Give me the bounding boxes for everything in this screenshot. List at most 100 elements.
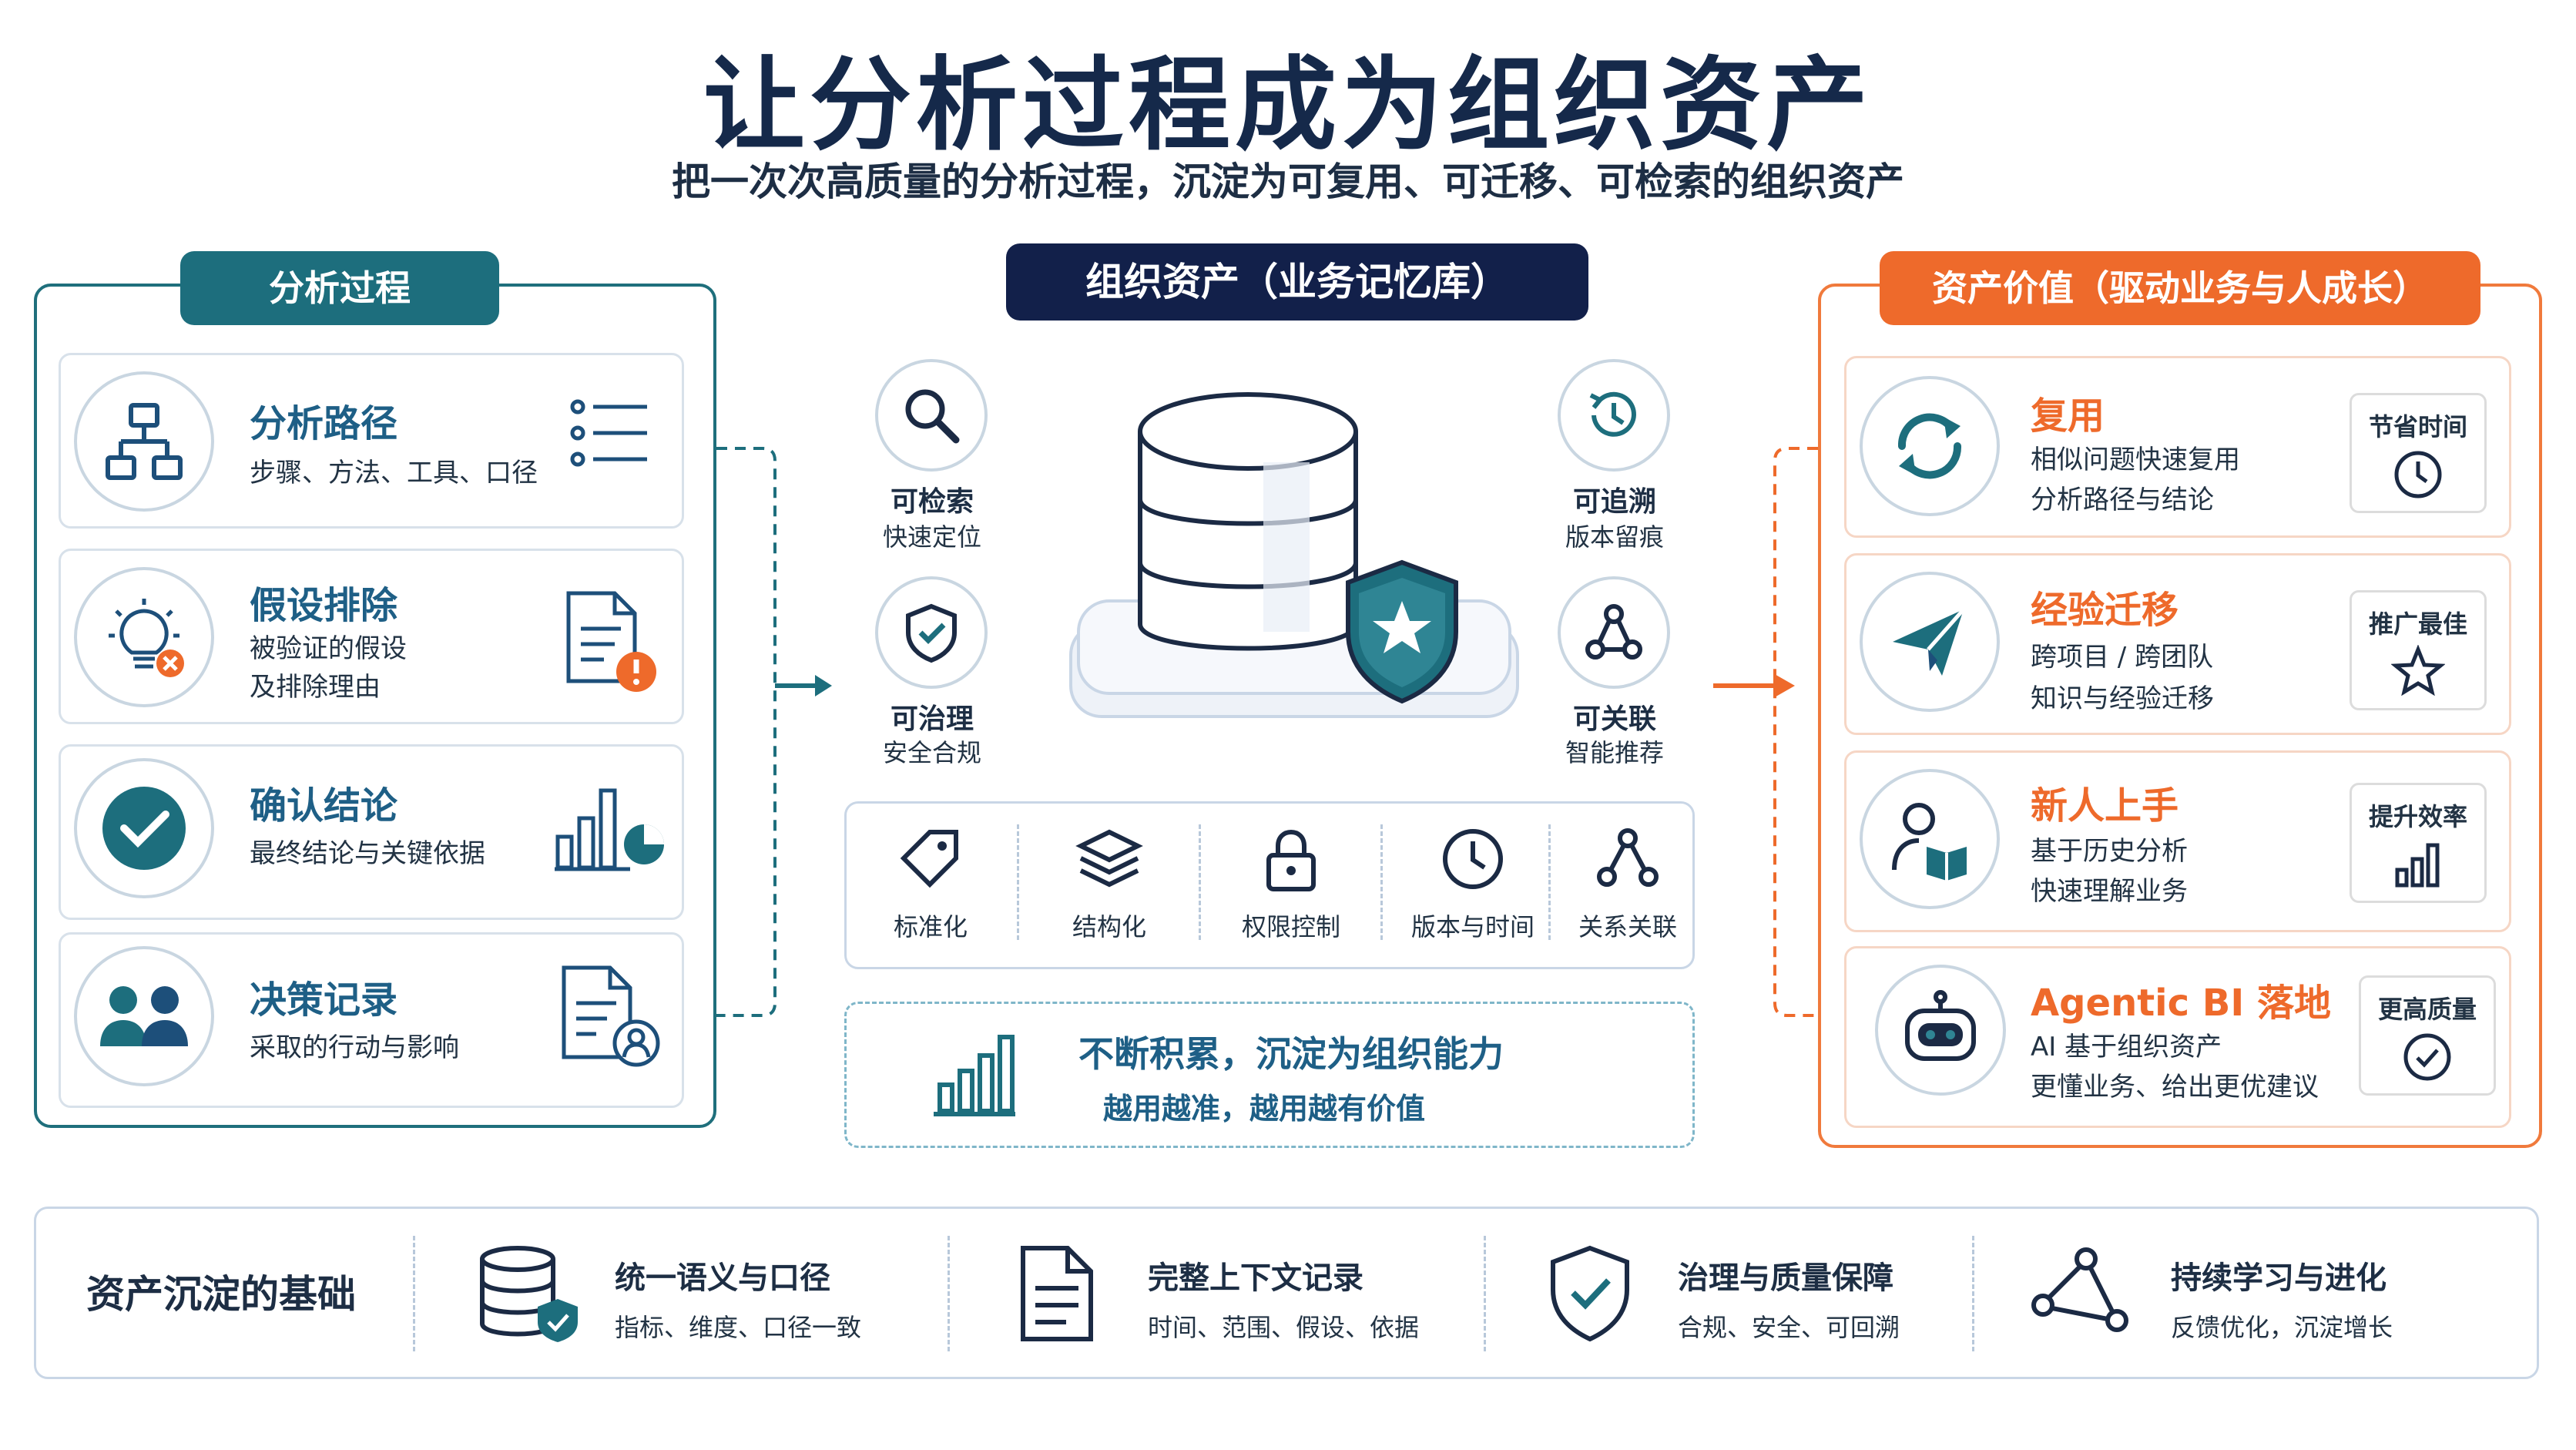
foundation-title: 完整上下文记录 — [1148, 1260, 1363, 1296]
search-icon — [875, 359, 988, 472]
strip-item: 版本与时间 — [1396, 824, 1550, 943]
strip-item: 结构化 — [1032, 824, 1186, 943]
org-assets-header: 组织资产（业务记忆库） — [1006, 243, 1588, 321]
badge-efficiency: 提升效率 — [2350, 783, 2487, 903]
foundation-item: 统一语义与口径 指标、维度、口径一致 — [615, 1253, 861, 1344]
right-connector — [1710, 447, 1826, 1020]
foundation-title: 持续学习与进化 — [2171, 1260, 2386, 1296]
left-item-desc: 步骤、方法、工具、口径 — [250, 458, 538, 488]
feature-title: 可检索 — [890, 486, 974, 518]
divider — [1017, 824, 1019, 940]
right-item-title: 新人上手 — [2031, 784, 2179, 827]
document-icon — [1017, 1244, 1102, 1347]
accumulation-box — [844, 1002, 1695, 1148]
asset-properties-strip — [844, 801, 1695, 969]
check-circle-icon — [74, 758, 214, 898]
left-item-title: 决策记录 — [250, 978, 398, 1022]
right-item-desc: AI 基于组织资产 — [2031, 1032, 2222, 1062]
left-item-desc: 被验证的假设 — [250, 633, 407, 664]
left-item-desc: 采取的行动与影响 — [250, 1032, 459, 1063]
right-item-desc: 快速理解业务 — [2031, 876, 2188, 907]
left-item-desc: 最终结论与关键依据 — [250, 838, 485, 869]
badge-quality: 更高质量 — [2359, 975, 2496, 1096]
right-item-desc: 跨项目 / 跨团队 — [2031, 642, 2214, 673]
right-item-desc: 知识与经验迁移 — [2031, 683, 2214, 714]
clock-history-icon — [1558, 359, 1670, 472]
badge-label: 更高质量 — [2377, 995, 2477, 1024]
divider — [1548, 824, 1551, 940]
feature-sub: 快速定位 — [882, 522, 981, 552]
right-item-title: 复用 — [2031, 394, 2105, 438]
shield-check-icon — [875, 576, 988, 689]
person-book-icon — [1860, 769, 2000, 909]
divider — [413, 1236, 415, 1351]
bar-chart-icon — [932, 1028, 1017, 1123]
feature-sub: 安全合规 — [882, 738, 981, 767]
foundation-strip — [34, 1207, 2539, 1379]
asset-value-header: 资产价值（驱动业务与人成长） — [1880, 251, 2480, 325]
right-item-desc: 更懂业务、给出更优建议 — [2031, 1072, 2319, 1103]
shield-check-icon — [1544, 1244, 1636, 1347]
foundation-sub: 时间、范围、假设、依据 — [1148, 1313, 1420, 1342]
accumulation-sub: 越用越准，越用越有价值 — [1103, 1092, 1426, 1126]
strip-label: 标准化 — [893, 912, 968, 941]
badge-label: 推广最佳 — [2368, 609, 2467, 639]
accumulation-title: 不断积累，沉淀为组织能力 — [1078, 1033, 1504, 1075]
left-item-title: 假设排除 — [250, 584, 398, 627]
foundation-item: 持续学习与进化 反馈优化，沉淀增长 — [2171, 1253, 2393, 1344]
badge-save-time: 节省时间 — [2350, 393, 2487, 513]
divider — [1199, 824, 1201, 940]
tag-icon — [900, 830, 958, 888]
left-item-title: 确认结论 — [250, 784, 398, 827]
feature-title: 可关联 — [1572, 703, 1656, 735]
foundation-item: 治理与质量保障 合规、安全、可回溯 — [1678, 1253, 1900, 1344]
network-icon — [2031, 1247, 2131, 1342]
foundation-item: 完整上下文记录 时间、范围、假设、依据 — [1148, 1253, 1419, 1344]
right-item-desc: 基于历史分析 — [2031, 836, 2188, 867]
feature-title: 可治理 — [890, 703, 974, 735]
database-check-icon — [475, 1244, 582, 1347]
paper-plane-icon — [1860, 572, 2000, 712]
foundation-heading: 资产沉淀的基础 — [86, 1272, 356, 1317]
right-item-title: Agentic BI 落地 — [2031, 982, 2331, 1025]
foundation-sub: 反馈优化，沉淀增长 — [2171, 1313, 2393, 1342]
refresh-icon — [1860, 376, 2000, 516]
left-item-desc: 及排除理由 — [250, 672, 381, 703]
badge-label: 提升效率 — [2368, 802, 2467, 831]
foundation-title: 治理与质量保障 — [1678, 1260, 1893, 1296]
document-alert-icon — [561, 589, 661, 700]
star-icon — [2390, 644, 2446, 696]
bar-chart-icon — [2395, 843, 2440, 888]
flowchart-icon — [74, 371, 214, 512]
page-subtitle: 把一次次高质量的分析过程，沉淀为可复用、可迁移、可检索的组织资产 — [672, 159, 1904, 204]
right-item-desc: 相似问题快速复用 — [2031, 445, 2240, 475]
strip-item: 标准化 — [854, 824, 1008, 943]
strip-item: 关系关联 — [1555, 824, 1701, 943]
chart-pie-icon — [553, 783, 669, 878]
divider — [1972, 1236, 1974, 1351]
strip-label: 结构化 — [1072, 912, 1146, 941]
document-person-icon — [556, 963, 664, 1074]
analysis-process-header: 分析过程 — [180, 251, 499, 325]
list-icon — [567, 394, 652, 482]
badge-best-practice: 推广最佳 — [2350, 590, 2487, 710]
strip-label: 权限控制 — [1241, 912, 1340, 941]
robot-icon — [1875, 965, 2006, 1096]
right-item-desc: 分析路径与结论 — [2031, 485, 2214, 515]
left-item-title: 分析路径 — [250, 402, 398, 445]
badge-label: 节省时间 — [2368, 412, 2467, 441]
nodes-icon — [1597, 828, 1659, 887]
clock-icon — [1443, 829, 1503, 889]
divider — [948, 1236, 950, 1351]
network-icon — [1558, 576, 1670, 689]
feature-sub: 智能推荐 — [1565, 738, 1664, 767]
foundation-title: 统一语义与口径 — [615, 1260, 830, 1296]
lock-icon — [1266, 829, 1316, 891]
lightbulb-x-icon — [74, 567, 214, 707]
database-illustration — [1063, 370, 1525, 758]
strip-label: 关系关联 — [1578, 912, 1677, 941]
divider — [1380, 824, 1383, 940]
strip-label: 版本与时间 — [1410, 912, 1535, 941]
people-icon — [74, 946, 214, 1086]
page-title: 让分析过程成为组织资产 — [703, 46, 1873, 165]
